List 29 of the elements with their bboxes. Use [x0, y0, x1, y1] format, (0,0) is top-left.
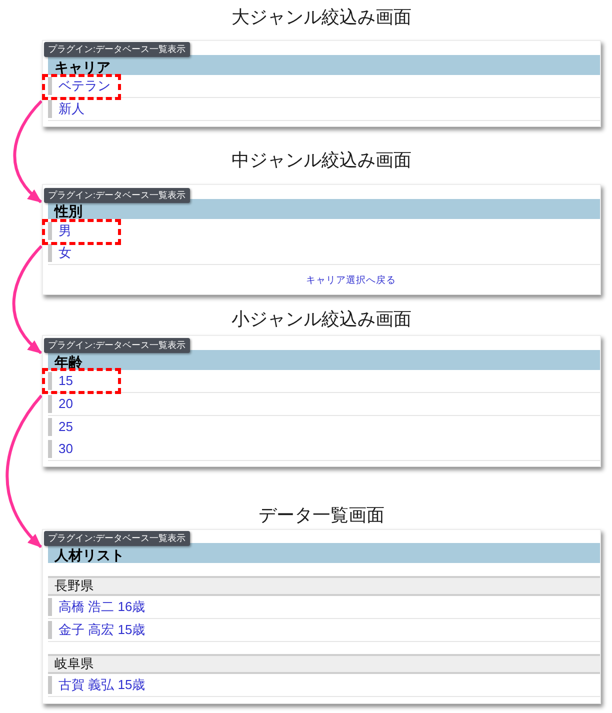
screen-title: データ一覧画面 — [258, 505, 384, 525]
screen-title: 中ジャンル絞込み画面 — [232, 150, 412, 170]
list-item: 高橋 浩二 16歳 — [48, 596, 600, 619]
screen-title: 大ジャンル絞込み画面 — [232, 7, 412, 27]
list-item: 25 — [48, 416, 600, 438]
group-header: 長野県 — [48, 576, 600, 596]
list-item: 金子 高宏 15歳 — [48, 619, 600, 642]
plugin-tag: プラグイン:データベース一覧表示 — [44, 338, 190, 353]
header-bar: キャリア — [48, 55, 600, 75]
back-link: キャリア選択へ戻る — [306, 274, 396, 287]
list-item: 男 — [48, 220, 600, 243]
arrow — [13, 100, 43, 204]
group-header: 岐阜県 — [48, 654, 600, 674]
arrow — [6, 394, 43, 548]
plugin-tag: プラグイン:データベース一覧表示 — [44, 531, 190, 546]
arrow — [12, 245, 43, 354]
list-item: ベテラン — [48, 75, 600, 98]
list-item: 古賀 義弘 15歳 — [48, 674, 600, 697]
plugin-tag: プラグイン:データベース一覧表示 — [44, 188, 190, 203]
screen-title: 小ジャンル絞込み画面 — [232, 309, 412, 329]
list-item: 20 — [48, 392, 600, 416]
header-bar: 人材リスト — [48, 543, 600, 563]
list-item: 新人 — [48, 98, 600, 121]
header-bar: 年齢 — [48, 350, 600, 370]
list-item: 15 — [48, 370, 600, 392]
header-bar: 性別 — [48, 199, 600, 219]
list-item: 女 — [48, 242, 600, 265]
list-item: 30 — [48, 438, 600, 462]
plugin-tag: プラグイン:データベース一覧表示 — [44, 42, 190, 57]
